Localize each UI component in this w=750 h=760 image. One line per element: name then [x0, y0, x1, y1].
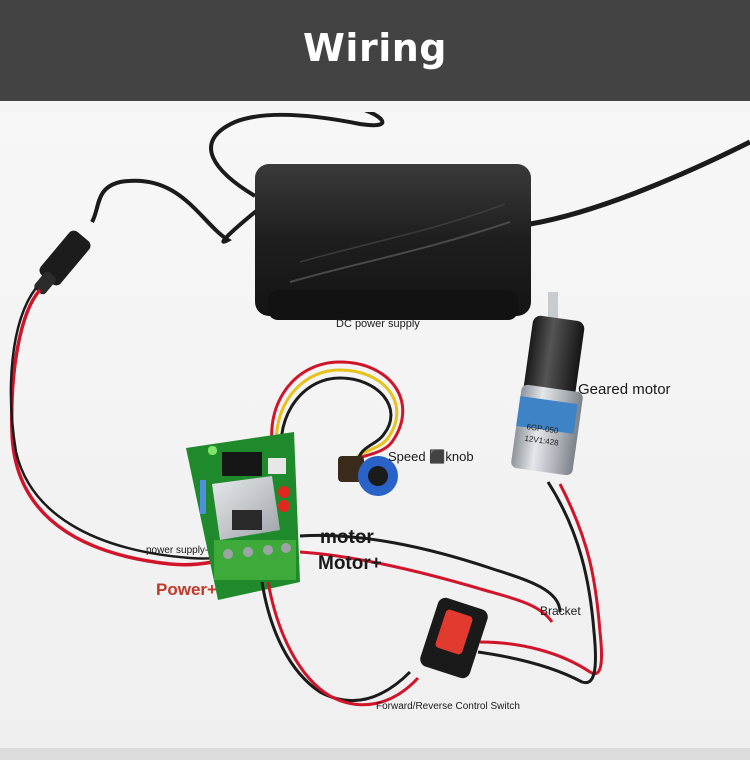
- pcb-heatsink: [212, 476, 280, 540]
- dc-barrel-tip: [34, 271, 56, 295]
- pcb-led: [208, 446, 217, 455]
- label-bracket: Bracket: [540, 604, 581, 618]
- red-power-wire: [10, 288, 239, 567]
- geared-motor-label: [516, 396, 578, 434]
- label-power-plus: Power+: [156, 580, 217, 599]
- motor-wire-red-2: [479, 483, 604, 675]
- dc-power-supply-groove-2: [299, 203, 506, 263]
- bottom-strip: [0, 748, 750, 760]
- pcb-ic-chip: [222, 452, 262, 476]
- header-bar: Wiring: [0, 0, 750, 101]
- pcb-terminal-screw-1: [223, 549, 233, 559]
- geared-motor-shaft: [548, 292, 558, 322]
- motor-wire-red-1: [266, 581, 420, 707]
- motor-wire-black-1: [260, 581, 412, 703]
- label-geared-motor: Geared motor: [578, 381, 671, 398]
- speed-knob-cap: [368, 466, 388, 486]
- pcb-led-red-2: [278, 500, 290, 512]
- label-dc-power-supply: DC power supply: [336, 318, 420, 330]
- label-motor-plus: Motor+: [318, 553, 382, 574]
- dc-power-supply: [255, 164, 531, 316]
- dc-barrel-connector: [39, 230, 91, 286]
- adapter-cable-top: [209, 112, 385, 198]
- adapter-cable-right: [529, 139, 750, 227]
- pcb-mosfet: [232, 510, 262, 530]
- pcb-terminal-screw-2: [243, 547, 253, 557]
- label-motor-minus: motor: [320, 527, 374, 548]
- pcb-terminal-screw-4: [281, 543, 291, 553]
- pcb-resistor-1: [200, 480, 206, 514]
- wiring-photo: 6GP-050 12V1:428: [0, 112, 750, 748]
- knob-wire-loop-red: [270, 360, 405, 469]
- page-title: Wiring: [303, 26, 447, 70]
- switch-rocker: [435, 609, 473, 655]
- potentiometer-body: [338, 456, 364, 482]
- motor-output-wire-black: [299, 533, 562, 613]
- pcb-terminal-screw-3: [263, 545, 273, 555]
- knob-wire-loop-yellow: [274, 368, 399, 467]
- label-forward-reverse-switch: Forward/Reverse Control Switch: [376, 701, 520, 712]
- geared-motor-gearbox: [523, 315, 585, 401]
- pcb-led-red: [278, 486, 290, 498]
- label-speed-knob: Speed ⬛knob: [388, 449, 474, 464]
- label-power-supply-minus: power supply-: [146, 545, 209, 556]
- black-power-wire: [9, 287, 241, 560]
- motor-model-text: 6GP-050: [526, 422, 560, 435]
- dc-power-supply-groove: [289, 221, 511, 283]
- motor-wire-black-2: [477, 481, 597, 685]
- adapter-cable-left: [90, 178, 267, 244]
- motor-output-wire-red: [299, 550, 554, 623]
- knob-wire-loop-black: [279, 376, 393, 467]
- dc-power-supply-base: [268, 290, 518, 320]
- pcb-header-pins: [268, 458, 286, 474]
